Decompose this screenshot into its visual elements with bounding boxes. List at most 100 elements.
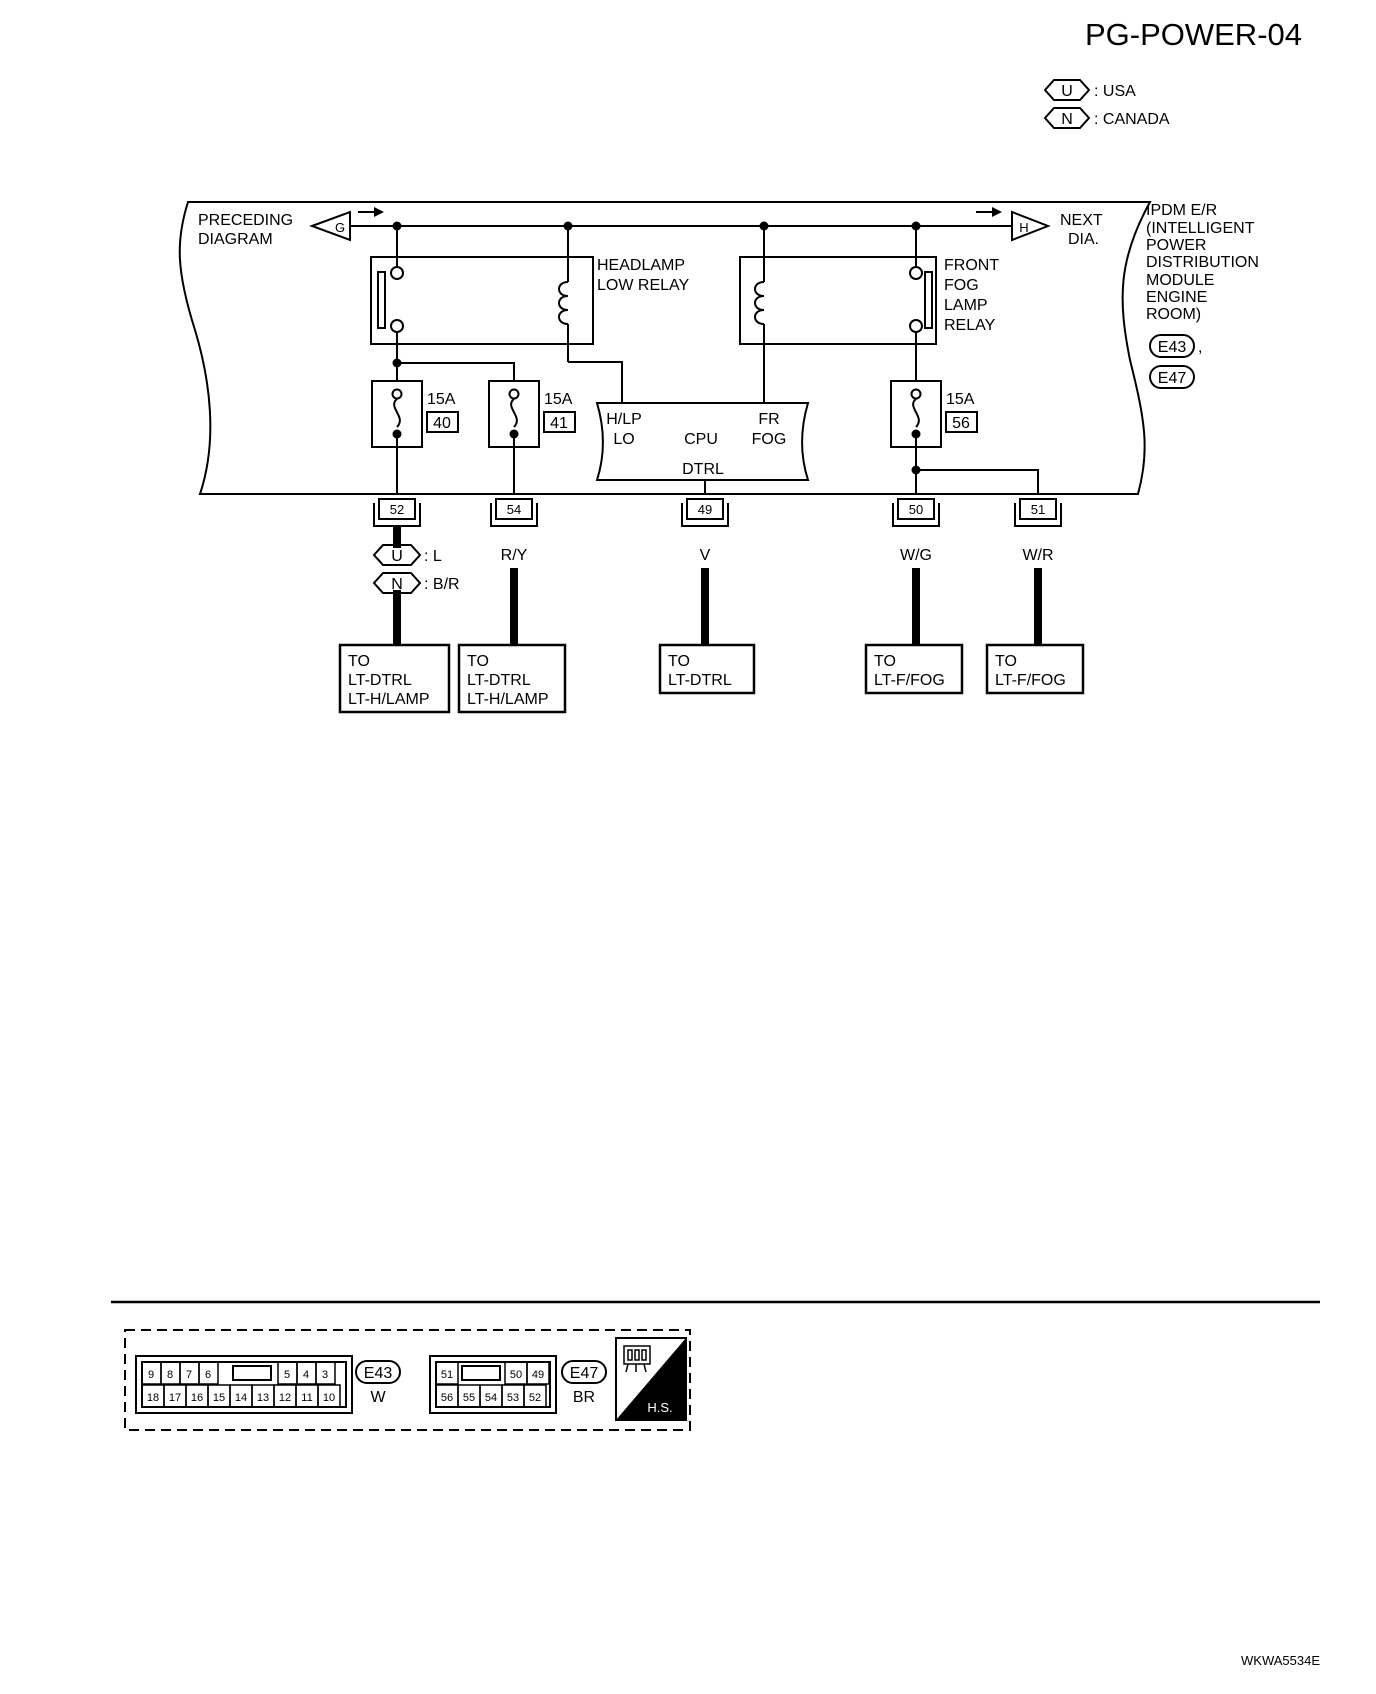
module-name-line-6: ENGINE xyxy=(1146,289,1207,306)
hs-label: H.S. xyxy=(647,1400,672,1415)
fuse-56: 15A 56 xyxy=(890,380,978,448)
pin-label: 49 xyxy=(532,1369,544,1381)
wire-50-color: W/G xyxy=(900,547,932,564)
connector-e43-color: W xyxy=(370,1389,386,1406)
cpu-fog-label: FOG xyxy=(752,431,787,448)
module-connector-e47: E47 xyxy=(1158,370,1187,387)
terminal-50-box xyxy=(897,498,935,520)
module-name-line-7: ROOM) xyxy=(1146,306,1201,323)
legend-canada-label: : CANADA xyxy=(1094,111,1170,128)
pin-label: 55 xyxy=(463,1392,475,1404)
preceding-line-1: PRECEDING xyxy=(198,212,293,229)
legend: U : USA N : CANADA xyxy=(1043,79,1170,129)
connector-e43-id-badge xyxy=(355,1360,401,1384)
module-connector-e47-badge xyxy=(1149,365,1195,389)
fog-relay-label-2: FOG xyxy=(944,277,979,294)
connector-e47-shell xyxy=(429,1355,557,1414)
pin-label: 6 xyxy=(205,1369,211,1381)
terminal-51-label: 51 xyxy=(1031,502,1045,517)
destination-line: LT-DTRL xyxy=(467,672,531,689)
connector-e43-shell xyxy=(135,1355,353,1414)
cpu-fr-label: FR xyxy=(758,411,779,428)
cpu-label: CPU xyxy=(684,431,718,448)
wire-54-color: R/Y xyxy=(501,547,528,564)
cpu-box xyxy=(595,402,810,481)
destination-line: TO xyxy=(995,653,1017,670)
fuse-icon xyxy=(912,398,920,428)
wire-52-canada-color: : B/R xyxy=(424,576,460,593)
fuse-40-amp: 15A xyxy=(427,391,456,408)
destination-box xyxy=(985,643,1085,695)
legend-usa-code: U xyxy=(1061,83,1073,100)
connector-e47-view: 51 50 49 56 55 54 53 52 E47 BR xyxy=(429,1355,607,1414)
wire-52-usa-color: : L xyxy=(424,548,442,565)
next-marker-label: H xyxy=(1019,220,1028,235)
cpu-lo-label: LO xyxy=(613,431,634,448)
destination-lt-dtrl: TO LT-DTRL xyxy=(658,643,756,695)
pin-label: 8 xyxy=(167,1369,173,1381)
terminal-52: 52 xyxy=(373,498,421,527)
fog-relay-label-1: FRONT xyxy=(944,257,999,274)
module-name-line-1: IPDM E/R xyxy=(1146,202,1217,219)
terminal-49-box xyxy=(686,498,724,520)
wire-52-canada-badge xyxy=(372,572,422,594)
terminal-49: 49 xyxy=(681,498,729,527)
terminal-51: 51 xyxy=(1014,498,1062,527)
terminal-51-box xyxy=(1019,498,1057,520)
pin-label: 10 xyxy=(323,1392,335,1404)
wire-52-canada-code: N xyxy=(391,576,403,593)
terminal-54-box xyxy=(495,498,533,520)
pin-label: 56 xyxy=(441,1392,453,1404)
terminal-52-box xyxy=(378,498,416,520)
legend-usa: U : USA xyxy=(1043,79,1136,101)
destination-box xyxy=(457,643,567,714)
cpu-dtrl-label: DTRL xyxy=(682,461,724,478)
wire-51-color: W/R xyxy=(1022,547,1053,564)
module-name-line-4: DISTRIBUTION xyxy=(1146,254,1259,271)
fuse-56-number: 56 xyxy=(952,415,970,432)
fog-relay-label-3: LAMP xyxy=(944,297,988,314)
pin-label: 5 xyxy=(284,1369,290,1381)
connector-e43-id: E43 xyxy=(364,1365,393,1382)
preceding-arrowhead xyxy=(374,207,384,217)
destination-line: LT-H/LAMP xyxy=(467,691,549,708)
fuse-41: 15A 41 xyxy=(488,380,576,448)
pin-label: 13 xyxy=(257,1392,269,1404)
connector-e43-view: 9 8 7 6 5 4 3 18 17 16 15 14 13 12 11 10… xyxy=(135,1355,401,1414)
pin-label: 7 xyxy=(186,1369,192,1381)
preceding-marker-label: G xyxy=(335,220,345,235)
headlamp-relay-label-1: HEADLAMP xyxy=(597,257,685,274)
module-name-line-5: MODULE xyxy=(1146,272,1214,289)
pin-label: 18 xyxy=(147,1392,159,1404)
destination-line: LT-F/FOG xyxy=(995,672,1066,689)
fog-relay-box xyxy=(739,256,937,345)
cpu-unit: H/LP LO CPU FR FOG DTRL xyxy=(595,402,810,481)
fuse-40: 15A 40 xyxy=(371,380,459,448)
wire-52-colors: U : L N : B/R xyxy=(372,544,460,594)
fuse-icon xyxy=(393,398,401,428)
next-line-2: DIA. xyxy=(1068,231,1099,248)
fuse-41-number: 41 xyxy=(550,415,568,432)
figure-code: WKWA5534E xyxy=(1241,1653,1320,1668)
wire-49-color: V xyxy=(700,547,711,564)
pin-label: 54 xyxy=(485,1392,497,1404)
next-diagram: H NEXT DIA. xyxy=(976,207,1103,248)
terminal-52-label: 52 xyxy=(390,502,404,517)
terminal-54: 54 xyxy=(490,498,538,527)
destination-line: LT-DTRL xyxy=(668,672,732,689)
destination-line: TO xyxy=(874,653,896,670)
pin-label: 3 xyxy=(322,1369,328,1381)
module-name-line-2: (INTELLIGENT xyxy=(1146,220,1255,237)
destination-line: LT-F/FOG xyxy=(874,672,945,689)
destination-line: LT-H/LAMP xyxy=(348,691,430,708)
legend-usa-label: : USA xyxy=(1094,83,1136,100)
next-line-1: NEXT xyxy=(1060,212,1103,229)
preceding-line-2: DIAGRAM xyxy=(198,231,273,248)
pin-label: 50 xyxy=(510,1369,522,1381)
ipdm-outline xyxy=(178,201,1152,495)
pin-label: 17 xyxy=(169,1392,181,1404)
pin-label: 11 xyxy=(301,1392,312,1404)
terminal-49-label: 49 xyxy=(698,502,712,517)
wire-52-usa-code: U xyxy=(391,548,403,565)
